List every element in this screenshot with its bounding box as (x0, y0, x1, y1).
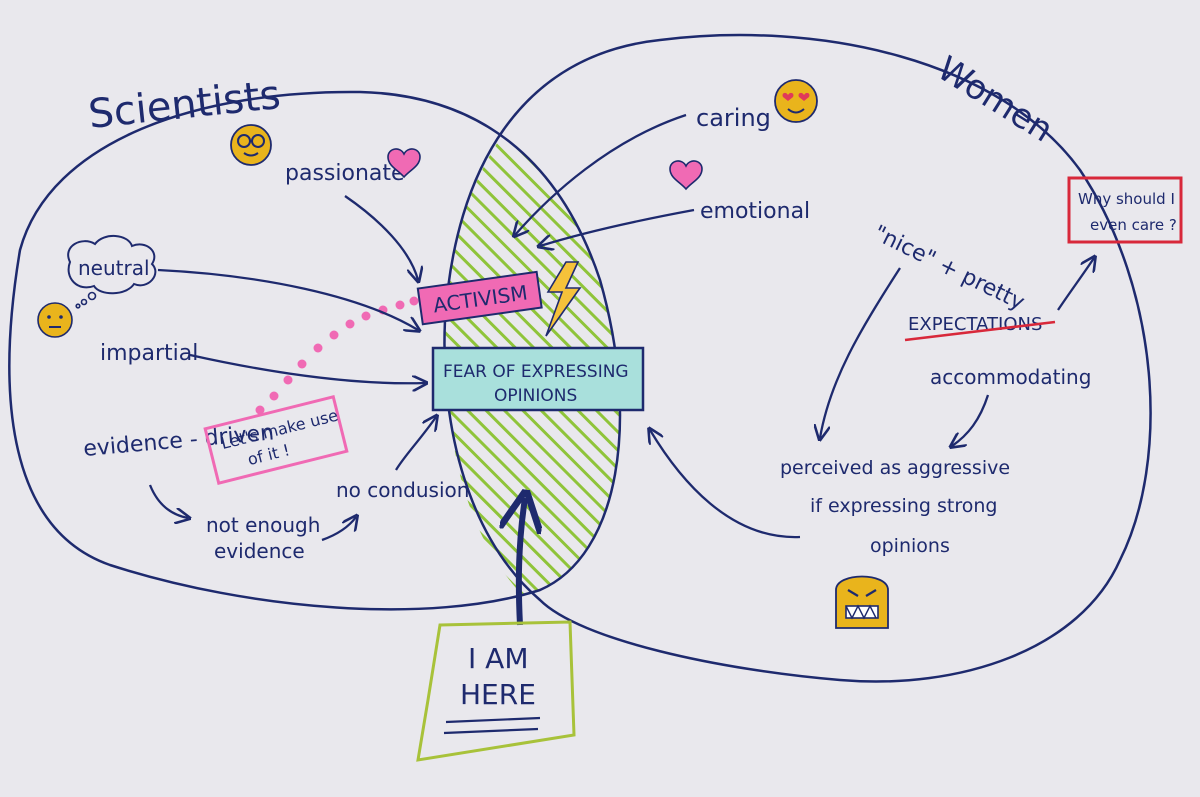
i-am-here-note: I AM HERE (416, 620, 576, 762)
term-expectations: EXPECTATIONS (908, 314, 1042, 335)
term-perceived-3: opinions (870, 535, 950, 557)
term-nice-pretty: "nice" + pretty (869, 221, 1028, 316)
fear-label-2: OPINIONS (494, 386, 577, 406)
expectations-underline (904, 320, 1056, 342)
arrow-caring (515, 113, 687, 235)
term-neutral: neutral (78, 256, 150, 280)
arrow-notenough-conclusion (321, 517, 356, 542)
arrows (148, 113, 1094, 626)
arrow-perceived-fear (650, 430, 801, 539)
term-accommodating: accommodating (930, 365, 1091, 389)
heart-icon (387, 148, 421, 179)
women-title: Women (930, 49, 1060, 151)
why-care-note: Why should I even care ? (1067, 176, 1183, 244)
arrow-impartial (189, 353, 425, 383)
arrow-nice-perceived (820, 267, 901, 438)
arrow-neutral (157, 268, 418, 330)
arrow-here-fear (519, 498, 525, 626)
lets-make-use-note: Let's make use of it ! (203, 395, 349, 485)
note-why-care-2: even care ? (1090, 216, 1177, 234)
arrow-accommodating-perceived (952, 394, 990, 446)
term-not-enough-1: not enough (206, 513, 320, 537)
arrow-conclusion-fear (395, 417, 436, 471)
note-why-care-1: Why should I (1078, 190, 1175, 208)
fear-label-1: FEAR OF EXPRESSING (443, 362, 629, 382)
thought-bubble (67, 235, 157, 295)
arrow-expectations-why (1057, 258, 1094, 311)
activism-box: ACTIVISM (416, 270, 543, 326)
angry-emoji-icon (835, 575, 889, 629)
intersection-hatch (445, 91, 620, 610)
term-perceived-2: if expressing strong (810, 495, 997, 517)
lightning-icon (545, 261, 582, 337)
here-line2: HERE (460, 678, 536, 711)
term-not-enough-2: evidence (214, 539, 305, 563)
term-no-conclusion: no condusion (336, 478, 469, 502)
term-passionate: passionate (285, 161, 405, 186)
arrow-evidence-notenough (148, 484, 188, 518)
nerd-emoji-icon (230, 124, 272, 166)
term-caring: caring (696, 104, 771, 132)
term-impartial: impartial (100, 341, 198, 366)
arrow-emotional (540, 208, 695, 246)
here-line1: I AM (468, 642, 528, 675)
fear-box: FEAR OF EXPRESSING OPINIONS (431, 346, 645, 412)
scientists-set-outline (8, 90, 622, 611)
neutral-emoji-icon (37, 302, 73, 338)
pink-dotted-path (255, 296, 419, 415)
heart-eyes-emoji-icon (774, 79, 818, 123)
term-perceived-1: perceived as aggressive (780, 457, 1010, 479)
term-emotional: emotional (700, 199, 810, 224)
heart-icon (669, 160, 703, 191)
arrow-passionate (344, 195, 418, 280)
